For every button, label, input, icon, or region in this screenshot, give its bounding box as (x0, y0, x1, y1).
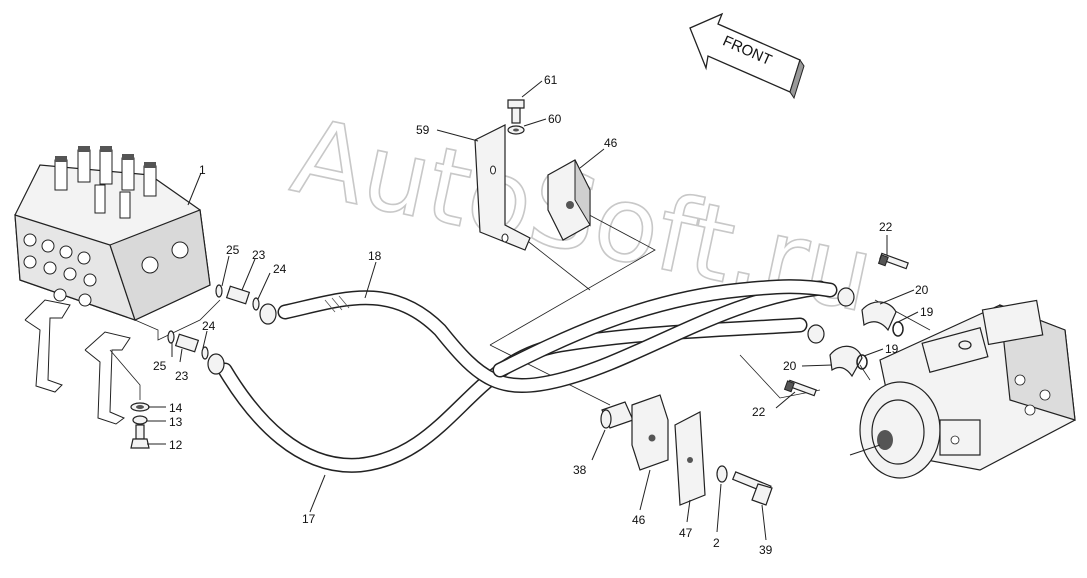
callout-23: 23 (252, 248, 266, 262)
bolt-61 (507, 99, 525, 124)
callout-leaders (146, 80, 919, 541)
bolt-washer-stack (130, 402, 150, 449)
o-ring-19-upper (892, 321, 904, 337)
callout-14: 14 (169, 401, 183, 415)
valve-mounting-bracket (24, 299, 131, 425)
callout-46: 46 (632, 513, 646, 527)
bolt-22-upper (877, 252, 909, 270)
hose-bracket-59 (474, 124, 531, 251)
callout-25: 25 (226, 243, 240, 257)
control-valve-assembly (14, 146, 211, 321)
o-ring-19-lower (856, 354, 868, 370)
clamp-half-46-lower (631, 394, 669, 471)
callout-61: 61 (544, 73, 558, 87)
callout-20: 20 (915, 283, 929, 297)
callout-18: 18 (368, 249, 382, 263)
callout-2: 2 (713, 536, 720, 550)
front-direction-arrow: FRONT (689, 12, 805, 100)
hydraulic-hose-18 (259, 279, 855, 394)
spacer-sleeve-38 (600, 401, 634, 429)
callout-25: 25 (153, 359, 167, 373)
flange-clamp-20-upper (861, 301, 897, 332)
callout-1: 1 (199, 163, 206, 177)
callout-22: 22 (752, 405, 766, 419)
clamp-half-46-upper (547, 159, 591, 241)
callout-19: 19 (885, 342, 899, 356)
bolt-22-lower (783, 379, 817, 397)
callout-24: 24 (202, 319, 216, 333)
clamp-plate-47 (674, 411, 706, 506)
callout-23: 23 (175, 369, 189, 383)
flange-clamp-20-lower (829, 345, 863, 378)
washer-2 (716, 465, 728, 483)
callout-60: 60 (548, 112, 562, 126)
callout-20: 20 (783, 359, 797, 373)
callout-24: 24 (273, 262, 287, 276)
hydraulic-hose-17 (207, 317, 825, 473)
callout-13: 13 (169, 415, 183, 429)
callout-59: 59 (416, 123, 430, 137)
fitting-set-lower (167, 330, 209, 360)
callout-46: 46 (604, 136, 618, 150)
callout-22: 22 (879, 220, 893, 234)
fitting-set-upper (215, 284, 260, 311)
callout-12: 12 (169, 438, 183, 452)
callout-17: 17 (302, 512, 316, 526)
callout-38: 38 (573, 463, 587, 477)
callout-39: 39 (759, 543, 773, 557)
washer-60 (507, 125, 525, 135)
callout-19: 19 (920, 305, 934, 319)
callout-labels: 1 25 23 24 24 25 23 14 13 12 18 17 59 61… (153, 73, 934, 557)
callout-47: 47 (679, 526, 693, 540)
bolt-39 (731, 471, 773, 506)
hydraulic-pump-assembly (849, 299, 1076, 479)
